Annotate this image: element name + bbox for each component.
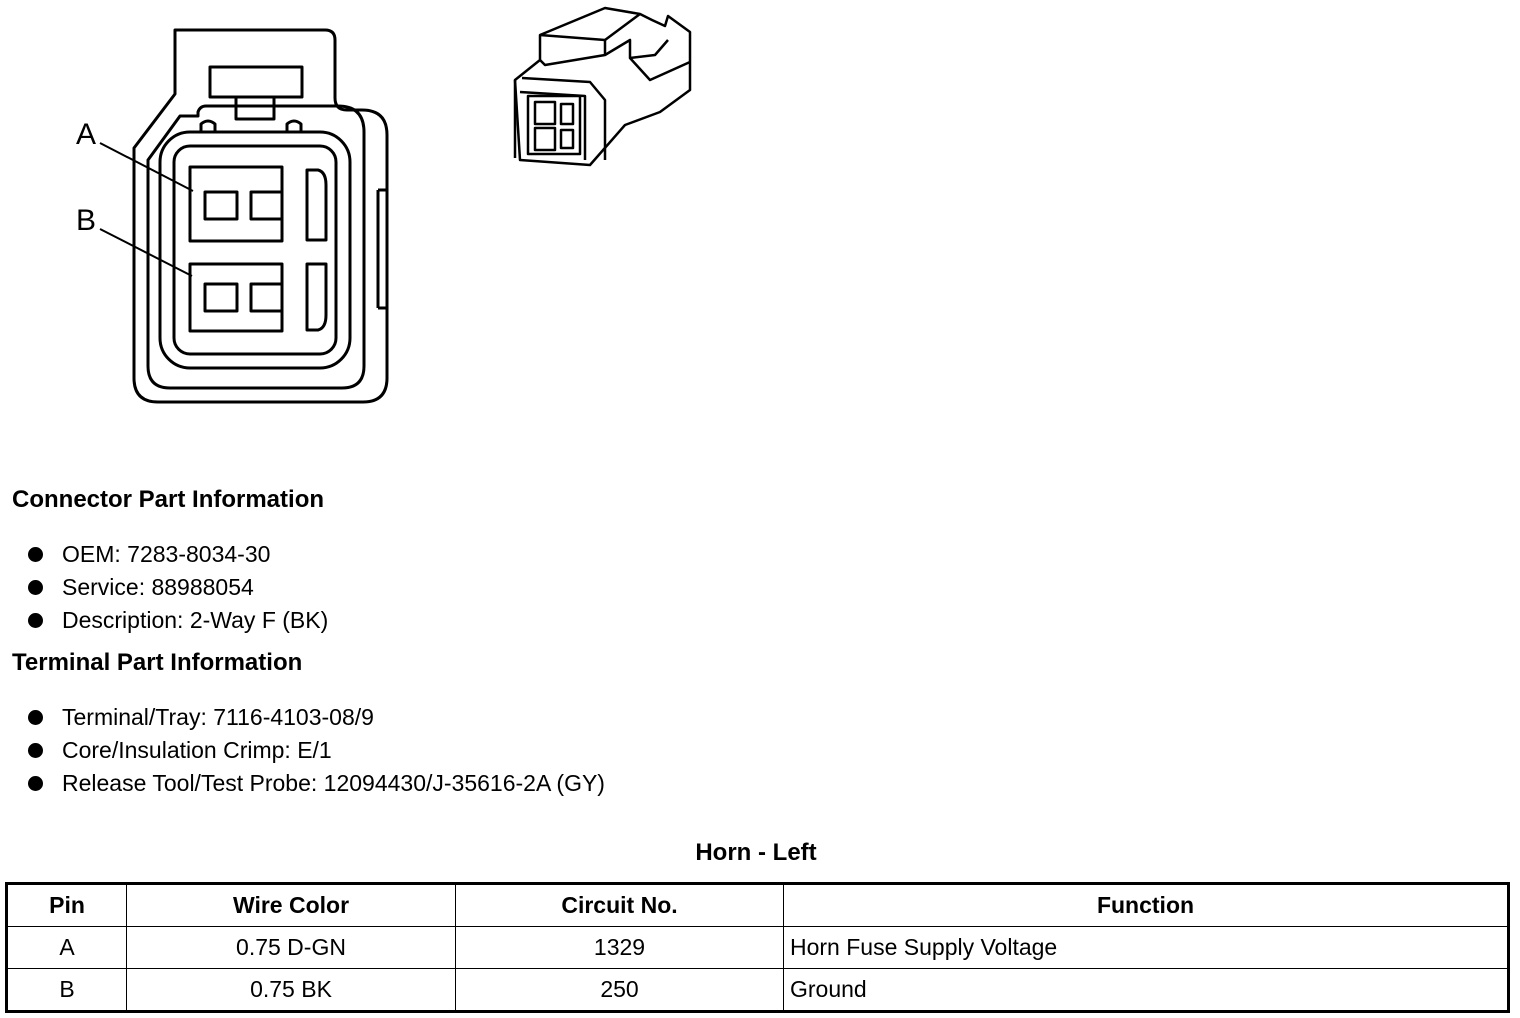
- cavity-b-slot-left: [203, 282, 239, 313]
- cell-wire-color: 0.75 D-GN: [126, 926, 456, 969]
- cavity-frame-outer: [158, 130, 352, 370]
- pin-table: Pin Wire Color Circuit No. Function A 0.…: [5, 882, 1510, 1013]
- cell-function: Ground: [783, 968, 1509, 1012]
- bullet-icon: [28, 776, 43, 791]
- bullet-icon: [28, 710, 43, 725]
- connector-diagram: A B: [76, 6, 692, 404]
- latch-stem: [234, 95, 276, 121]
- cavity-b-slot-right: [249, 282, 284, 313]
- bullet-icon: [28, 580, 43, 595]
- cell-wire-color: 0.75 BK: [126, 968, 456, 1012]
- list-item-text: OEM: 7283-8034-30: [62, 541, 271, 567]
- cell-circuit-no: 250: [455, 968, 784, 1012]
- cavity-a-slot-left: [203, 190, 239, 221]
- leader-line-a: [99, 142, 194, 192]
- top-notch-right: [285, 119, 303, 132]
- cavity-a-slot-right: [249, 190, 284, 221]
- bullet-icon: [28, 743, 43, 758]
- pin-label-a: A: [76, 118, 96, 151]
- column-header-circuit-no: Circuit No.: [455, 883, 784, 927]
- list-item-text: Description: 2-Way F (BK): [62, 607, 329, 633]
- cavity-b-key: [305, 262, 328, 332]
- cell-circuit-no: 1329: [455, 926, 784, 969]
- column-header-wire-color: Wire Color: [126, 883, 456, 927]
- connector-inner-outline: [146, 104, 366, 390]
- cavity-frame-inner: [172, 144, 338, 356]
- connector-info-heading: Connector Part Information: [12, 486, 325, 513]
- list-item: Core/Insulation Crimp: E/1: [28, 734, 605, 767]
- table-row: A 0.75 D-GN 1329 Horn Fuse Supply Voltag…: [6, 926, 1509, 969]
- list-item-text: Service: 88988054: [62, 574, 254, 600]
- list-item-text: Core/Insulation Crimp: E/1: [62, 737, 332, 763]
- list-item: OEM: 7283-8034-30: [28, 538, 328, 571]
- latch-tab: [208, 65, 304, 99]
- table-row: B 0.75 BK 250 Ground: [6, 968, 1509, 1012]
- cavity-a-key: [305, 168, 328, 242]
- bullet-icon: [28, 547, 43, 562]
- list-item-text: Terminal/Tray: 7116-4103-08/9: [62, 704, 374, 730]
- list-item: Service: 88988054: [28, 571, 328, 604]
- list-item: Release Tool/Test Probe: 12094430/J-3561…: [28, 767, 605, 800]
- column-header-pin: Pin: [6, 883, 127, 927]
- cell-pin: B: [6, 968, 127, 1012]
- leader-line-b: [99, 228, 193, 277]
- bullet-icon: [28, 613, 43, 628]
- terminal-info-list: Terminal/Tray: 7116-4103-08/9 Core/Insul…: [28, 701, 605, 800]
- cell-pin: A: [6, 926, 127, 969]
- isometric-connector: [513, 6, 692, 167]
- column-header-function: Function: [783, 883, 1509, 927]
- list-item-text: Release Tool/Test Probe: 12094430/J-3561…: [62, 770, 605, 796]
- list-item: Description: 2-Way F (BK): [28, 604, 328, 637]
- connector-info-list: OEM: 7283-8034-30 Service: 88988054 Desc…: [28, 538, 328, 637]
- pin-label-b: B: [76, 204, 96, 237]
- terminal-info-heading: Terminal Part Information: [12, 649, 303, 676]
- top-notch-left: [199, 119, 217, 132]
- cell-function: Horn Fuse Supply Voltage: [783, 926, 1509, 969]
- connector-outer-outline: [132, 28, 389, 404]
- table-title: Horn - Left: [695, 839, 817, 866]
- table-header-row: Pin Wire Color Circuit No. Function: [6, 883, 1509, 927]
- list-item: Terminal/Tray: 7116-4103-08/9: [28, 701, 605, 734]
